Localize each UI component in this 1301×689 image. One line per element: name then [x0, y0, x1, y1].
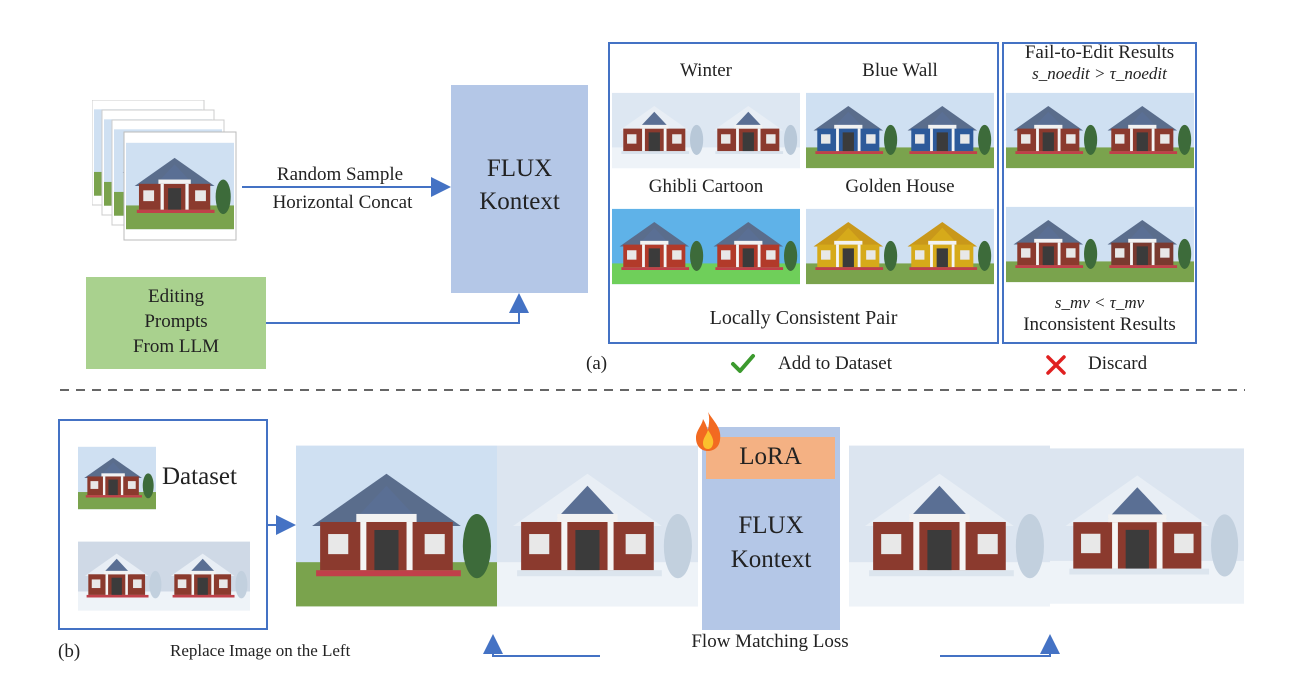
lora-box — [706, 437, 835, 479]
replace-caption: Replace Image on the Left — [170, 641, 351, 660]
edit-label-golden: Golden House — [845, 176, 955, 197]
panel-label-a: (a) — [586, 353, 608, 374]
panel-label-b: (b) — [58, 641, 81, 662]
dataset-label: Dataset — [162, 463, 237, 490]
edit-label-ghibli: Ghibli Cartoon — [648, 176, 764, 197]
fail-to-edit-image — [1006, 92, 1194, 169]
mv-condition: s_mv < τ_mv — [1054, 293, 1145, 312]
discard-panel — [1002, 42, 1197, 344]
horizontal-concat-caption: Horizontal Concat — [272, 192, 413, 213]
lora-label: LoRA — [739, 443, 802, 470]
edit-label-winter: Winter — [680, 60, 732, 81]
random-sample-caption: Random Sample — [276, 164, 404, 185]
fail-title: Fail-to-Edit Results — [1024, 42, 1175, 63]
dataset-sample-image-1 — [78, 446, 156, 510]
ghibli-pair-image — [612, 208, 800, 285]
source-image-stack — [91, 99, 242, 245]
prompts-line-1: Editing — [148, 286, 204, 307]
training-output-right-image — [1050, 448, 1244, 604]
inconsistent-caption: Inconsistent Results — [1023, 314, 1176, 335]
blue-wall-pair-image — [806, 92, 994, 169]
flux-kontext-box-a — [451, 85, 588, 293]
dataset-sample-image-2 — [78, 541, 250, 611]
flow-matching-loss-label: Flow Matching Loss — [691, 631, 849, 652]
consistent-caption: Locally Consistent Pair — [709, 307, 898, 329]
add-to-dataset-label: Add to Dataset — [778, 353, 892, 374]
prompts-line-2: Prompts — [144, 311, 208, 332]
cross-icon — [1046, 355, 1066, 375]
editing-prompts-box — [86, 277, 266, 369]
fail-condition: s_noedit > τ_noedit — [1032, 64, 1167, 83]
training-output-left-image — [849, 445, 1050, 607]
kontext-label-b: Kontext — [730, 546, 812, 573]
training-input-left-image — [296, 445, 497, 607]
image-stack-icon — [91, 99, 237, 241]
consistent-pair-panel — [608, 42, 999, 344]
check-icon — [731, 354, 755, 373]
dataset-panel — [58, 419, 268, 630]
training-input-right-image — [497, 445, 698, 607]
winter-pair-image — [612, 92, 800, 169]
prompts-line-3: From LLM — [132, 336, 220, 357]
golden-house-pair-image — [806, 208, 994, 285]
edit-label-blue-wall: Blue Wall — [862, 60, 938, 81]
discard-label: Discard — [1088, 353, 1148, 374]
flux-label-a: FLUX — [486, 155, 553, 182]
inconsistent-image — [1006, 206, 1194, 283]
flux-label-b: FLUX — [738, 512, 804, 539]
kontext-label-a: Kontext — [479, 188, 560, 215]
fire-icon — [696, 412, 721, 451]
